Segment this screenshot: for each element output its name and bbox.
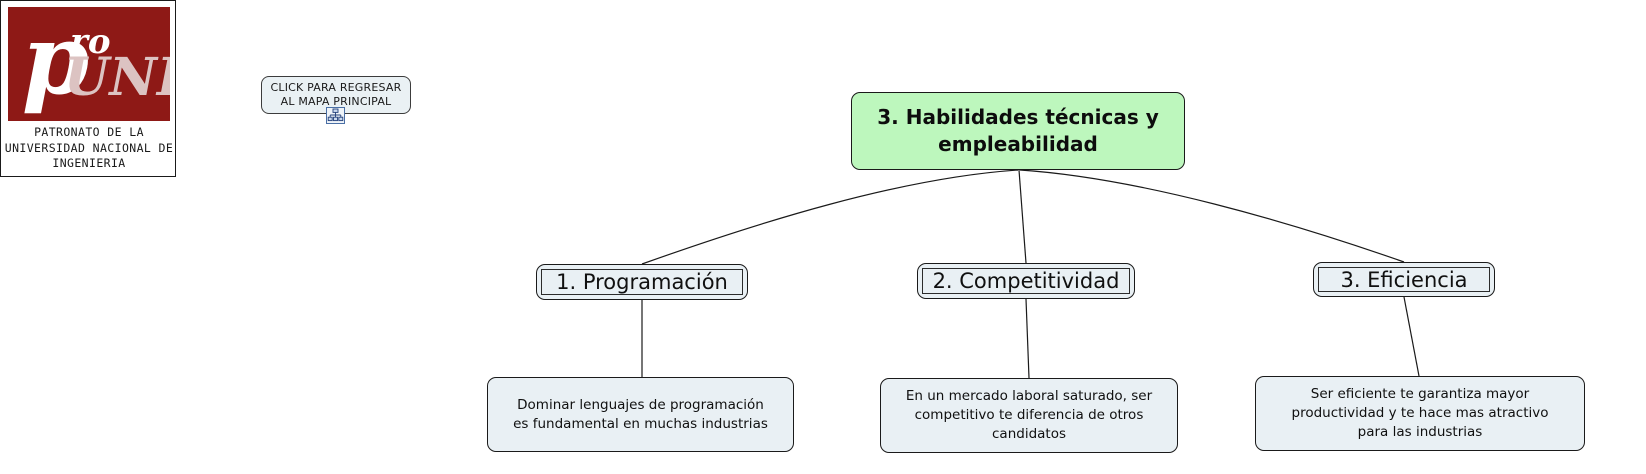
mindmap-branch-node-competitividad[interactable]: 2. Competitividad (917, 263, 1135, 299)
mindmap-branch-label-3: 3. Eficiencia (1340, 267, 1468, 292)
svg-text:ro: ro (70, 22, 111, 62)
mindmap-leaf-label-1: Dominar lenguajes de programación es fun… (513, 396, 768, 432)
mindmap-root-label: 3. Habilidades técnicas y empleabilidad (877, 105, 1159, 156)
mindmap-branch-node-eficiencia[interactable]: 3. Eficiencia (1313, 262, 1495, 297)
mindmap-leaf-label-2: En un mercado laboral saturado, ser comp… (905, 388, 1153, 442)
mindmap-icon[interactable] (326, 107, 345, 124)
mindmap-branch-label-1: 1. Programación (556, 270, 728, 294)
connector-branch-3-to-leaf-3 (1403, 296, 1420, 377)
mindmap-leaf-node-eficiencia[interactable]: Ser eficiente te garantiza mayor product… (1255, 376, 1585, 451)
connector-root-to-branch-1 (641, 169, 1019, 265)
pronuni-logo-mark: p ro UNI (8, 7, 170, 121)
svg-text:p: p (22, 7, 89, 116)
mindmap-leaf-node-competitividad[interactable]: En un mercado laboral saturado, ser comp… (880, 378, 1178, 453)
connector-root-to-branch-3 (1019, 169, 1405, 263)
svg-text:UNI: UNI (64, 47, 170, 108)
return-to-main-map-button[interactable]: CLICK PARA REGRESAR AL MAPA PRINCIPAL (261, 76, 411, 114)
mindmap-leaf-label-3: Ser eficiente te garantiza mayor product… (1291, 386, 1549, 440)
mindmap-branch-label-2: 2. Competitividad (932, 269, 1120, 293)
connector-branch-2-to-leaf-2 (1025, 298, 1030, 379)
pronuni-logo-block: p ro UNI PATRONATO DE LA UNIVERSIDAD NAC… (0, 0, 176, 177)
return-to-main-map-label: CLICK PARA REGRESAR AL MAPA PRINCIPAL (270, 81, 402, 108)
mindmap-leaf-node-programacion[interactable]: Dominar lenguajes de programación es fun… (487, 377, 794, 452)
logo-caption: PATRONATO DE LA UNIVERSIDAD NACIONAL DE … (4, 125, 174, 170)
connector-root-to-branch-2 (1018, 169, 1027, 264)
mindmap-root-node[interactable]: 3. Habilidades técnicas y empleabilidad (851, 92, 1185, 170)
mindmap-branch-node-programacion[interactable]: 1. Programación (536, 264, 748, 300)
pronuni-wordmark-icon: p ro UNI (22, 7, 170, 116)
